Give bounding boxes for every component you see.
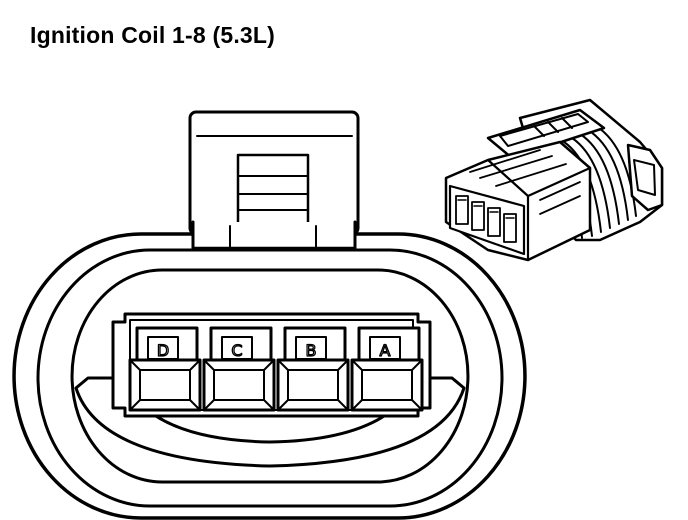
- diagram-title: Ignition Coil 1-8 (5.3L): [30, 22, 276, 48]
- pin-label-a: A: [380, 341, 391, 360]
- inner-rim: [70, 268, 470, 484]
- terminal-cavity-a: [350, 326, 424, 412]
- terminal-cavity-d: [128, 326, 202, 412]
- terminal-cavity-b: [276, 326, 350, 412]
- terminal-cavity-c: [202, 326, 276, 412]
- pin-label-d: D: [157, 341, 169, 360]
- seal-ledge: [74, 376, 466, 468]
- pin-label-c: C: [231, 341, 242, 360]
- pin-label-b: B: [306, 341, 317, 360]
- connector-face-view: D C B A: [12, 110, 527, 520]
- connector-isometric-view: [444, 98, 664, 262]
- inner-housing-ring: [36, 248, 504, 508]
- locking-tab: [188, 110, 360, 239]
